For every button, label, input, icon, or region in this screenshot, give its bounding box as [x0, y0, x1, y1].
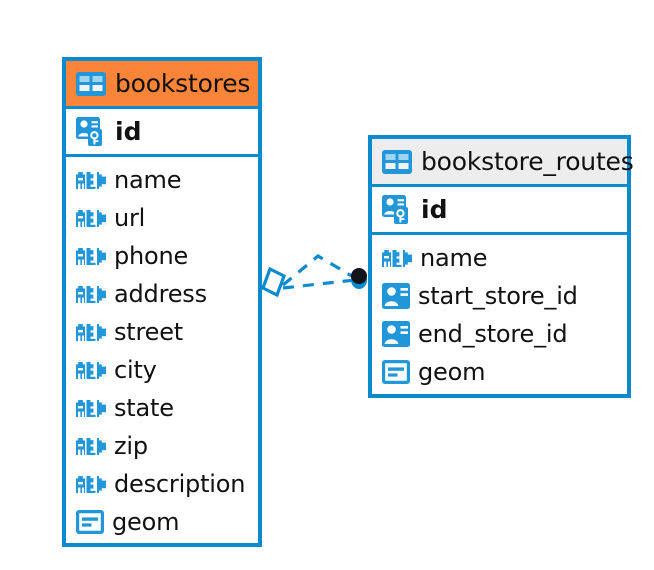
field-label: name — [114, 166, 182, 194]
field-row[interactable]: end_store_id — [372, 315, 627, 353]
field-row[interactable]: geom — [372, 353, 627, 391]
field-label: state — [114, 394, 174, 422]
entity-header-bookstores[interactable]: bookstores — [66, 61, 258, 109]
field-row[interactable]: state — [66, 389, 258, 427]
geometry-icon — [382, 360, 410, 384]
field-row[interactable]: name — [372, 239, 627, 277]
primary-key-label-bookstores: id — [115, 117, 142, 146]
filled-circle-marker-ring — [351, 271, 367, 289]
field-label: address — [114, 280, 207, 308]
field-label: start_store_id — [418, 282, 578, 310]
primary-key-icon — [382, 194, 413, 225]
geometry-icon — [76, 510, 104, 534]
field-label: description — [114, 470, 246, 498]
table-icon — [76, 71, 106, 96]
diamond-marker — [261, 266, 286, 298]
filled-circle-marker — [351, 268, 367, 284]
field-row[interactable]: city — [66, 351, 258, 389]
field-row[interactable]: description — [66, 465, 258, 503]
field-label: end_store_id — [418, 320, 568, 348]
field-list-bookstores: name url phone address street city state zip des… — [66, 157, 258, 547]
abc-text-icon — [76, 323, 106, 341]
field-label: url — [114, 204, 146, 232]
field-row[interactable]: zip — [66, 427, 258, 465]
relationship-line-upper — [281, 254, 356, 287]
field-label: geom — [418, 358, 486, 386]
field-label: city — [114, 356, 157, 384]
abc-text-icon — [76, 171, 106, 189]
field-row[interactable]: street — [66, 313, 258, 351]
foreign-key-icon — [382, 321, 410, 347]
field-label: phone — [114, 242, 189, 270]
entity-title-bookstores: bookstores — [115, 69, 251, 98]
abc-text-icon — [76, 361, 106, 379]
abc-text-icon — [76, 437, 106, 455]
abc-text-icon — [76, 209, 106, 227]
primary-key-icon — [76, 116, 107, 147]
field-row[interactable]: geom — [66, 503, 258, 541]
entity-bookstores[interactable]: bookstores id name url phone address street c… — [62, 57, 262, 547]
primary-key-row-bookstore-routes[interactable]: id — [372, 187, 627, 235]
table-icon — [382, 149, 412, 174]
field-row[interactable]: phone — [66, 237, 258, 275]
field-row[interactable]: name — [66, 161, 258, 199]
abc-text-icon — [76, 475, 106, 493]
field-label: street — [114, 318, 183, 346]
primary-key-label-bookstore-routes: id — [421, 195, 448, 224]
field-label: zip — [114, 432, 148, 460]
field-label: name — [420, 244, 488, 272]
abc-text-icon — [76, 285, 106, 303]
abc-text-icon — [382, 249, 412, 267]
field-row[interactable]: url — [66, 199, 258, 237]
field-row[interactable]: start_store_id — [372, 277, 627, 315]
relationship-line-lower — [282, 278, 356, 290]
foreign-key-icon — [382, 283, 410, 309]
primary-key-row-bookstores[interactable]: id — [66, 109, 258, 157]
entity-header-bookstore-routes[interactable]: bookstore_routes — [372, 139, 634, 187]
field-row[interactable]: address — [66, 275, 258, 313]
entity-title-bookstore-routes: bookstore_routes — [421, 147, 634, 176]
abc-text-icon — [76, 247, 106, 265]
abc-text-icon — [76, 399, 106, 417]
field-label: geom — [112, 508, 180, 536]
